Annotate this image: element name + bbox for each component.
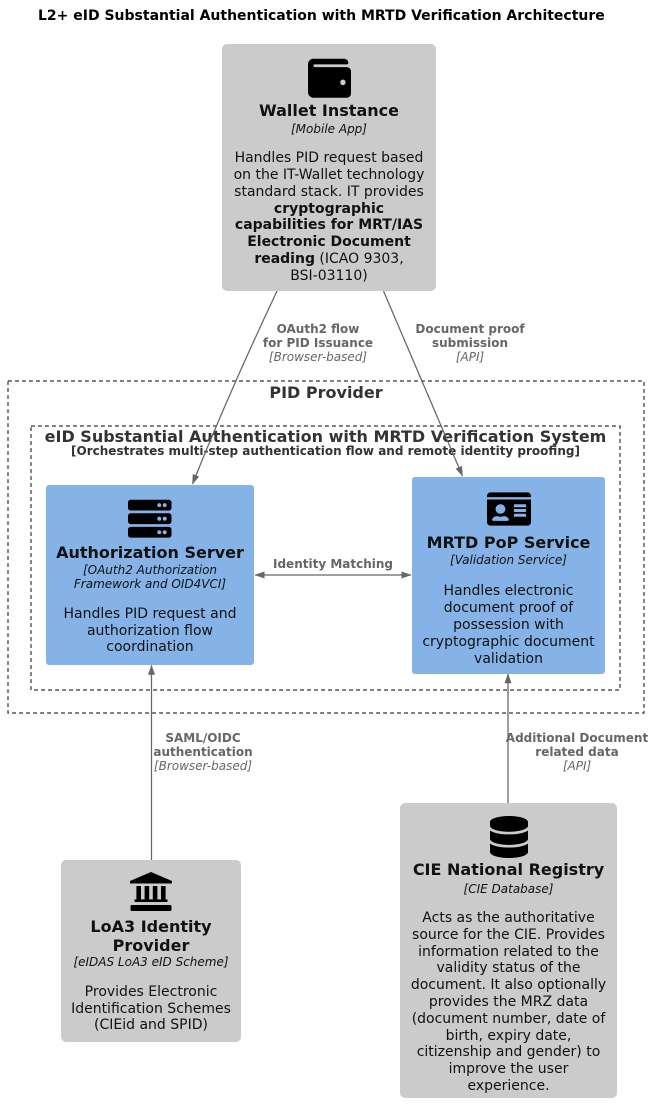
node-subtitle: [eIDAS LoA3 eID Scheme] [73, 955, 229, 970]
node-body: Handles PID request based on the IT-Wall… [233, 150, 425, 284]
edge-label-text: OAuth2 flow for PID Issuance [262, 322, 374, 350]
node-subtitle: [OAuth2 Authorization Framework and OID4… [73, 562, 227, 591]
node-subtitle: [Validation Service] [450, 552, 567, 567]
edge-label-text: Additional Document related data [505, 731, 649, 759]
node-body: Acts as the authoritative source for the… [410, 910, 607, 1094]
edge-label-docproof: Document proof submission [API] [415, 322, 524, 364]
edge-label-additional: Additional Document related data [API] [506, 731, 648, 773]
edge-label-text: SAML/OIDC authentication [153, 731, 253, 759]
node-title: Authorization Server [56, 543, 244, 563]
edge-label-mode: [Browser-based] [268, 350, 368, 364]
edge-label-saml: SAML/OIDC authentication [Browser-based] [153, 731, 252, 773]
diagram-title: L2+ eID Substantial Authentication with … [38, 8, 605, 24]
node-body: Handles electronic document proof of pos… [422, 583, 595, 667]
edge-label-mode: [Browser-based] [153, 759, 253, 773]
node-subtitle: [Mobile App] [291, 121, 367, 136]
node-body: Handles PID request and authorization fl… [63, 605, 237, 656]
edge-label-mode: [API] [562, 759, 592, 773]
node-title: MRTD PoP Service [426, 533, 591, 553]
node-subtitle: [CIE Database] [463, 881, 554, 896]
edge-label-oauth2: OAuth2 flow for PID Issuance [Browser-ba… [263, 322, 373, 364]
bank-icon [130, 872, 172, 911]
node-mrtd-pop-service: MRTD PoP Service [Validation Service] Ha… [412, 477, 605, 674]
node-title: CIE National Registry [412, 860, 605, 880]
node-loa3-identity-provider: LoA3 Identity Provider [eIDAS LoA3 eID S… [61, 860, 241, 1042]
node-body: Provides Electronic Identification Schem… [71, 983, 231, 1034]
node-title: LoA3 Identity Provider [90, 917, 212, 955]
server-icon [128, 499, 172, 538]
group-pid-provider-title: PID Provider [269, 383, 383, 402]
id-card-icon [486, 492, 531, 527]
node-cie-national-registry: CIE National Registry [CIE Database] Act… [400, 803, 617, 1098]
edge-label-identity-matching: Identity Matching [273, 557, 393, 571]
group-eid-system-subtitle: [Orchestrates multi-step authentication … [71, 444, 580, 458]
edge-label-mode: [API] [455, 350, 485, 364]
wallet-icon [307, 58, 351, 98]
node-title: Wallet Instance [259, 101, 399, 121]
database-icon [489, 815, 528, 858]
node-authorization-server: Authorization Server [OAuth2 Authorizati… [46, 485, 254, 665]
edge-label-text: Document proof submission [415, 322, 525, 350]
edge-label-text: Identity Matching [273, 557, 393, 571]
node-wallet-instance: Wallet Instance [Mobile App] Handles PID… [222, 44, 436, 291]
